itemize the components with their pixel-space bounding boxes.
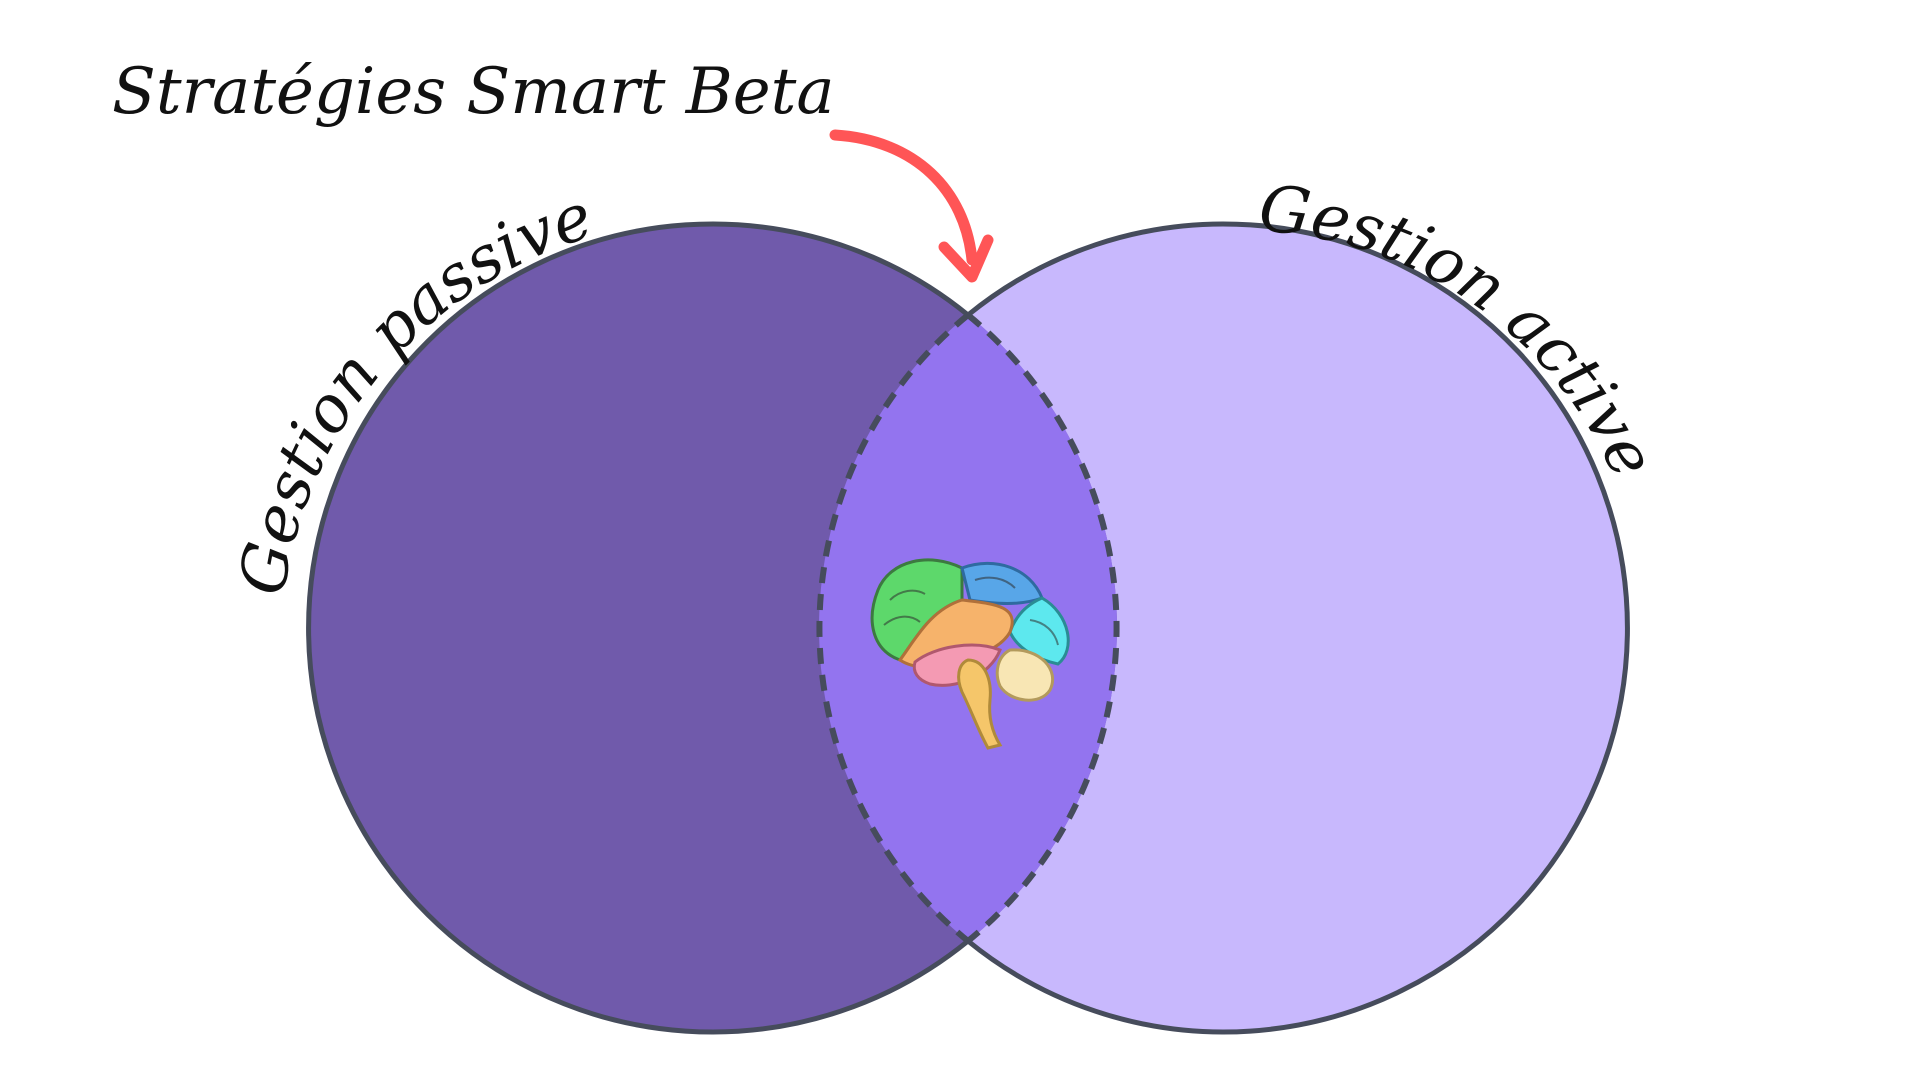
intersection-outline-left: [816, 312, 970, 944]
intersection-region: [819, 224, 1117, 1032]
brain-icon: [870, 558, 1070, 750]
left-circle-outline: [306, 221, 970, 1035]
intersection-outline-right: [966, 312, 1120, 944]
curved-arrow-icon: [829, 129, 994, 283]
right-circle-outline: [966, 221, 1630, 1035]
title-text: Stratégies Smart Beta: [112, 55, 835, 129]
